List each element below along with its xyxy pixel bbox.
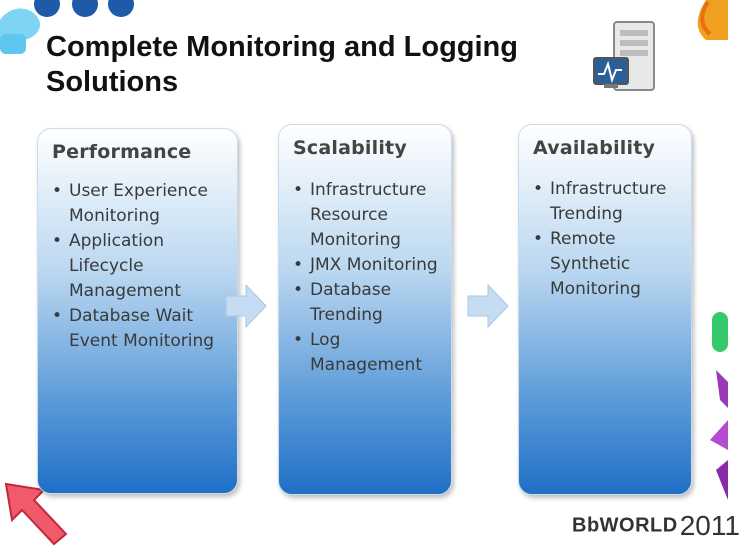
list-item: Application Lifecycle Management — [52, 229, 230, 304]
list-item: Log Management — [293, 328, 445, 378]
list-item: JMX Monitoring — [293, 253, 445, 278]
slide-title-line-2: Solutions — [46, 66, 179, 98]
decorative-shapes-top-left — [0, 0, 134, 54]
bbworld-logo: BbWORLD2011 — [572, 510, 740, 541]
logo-year: 2011 — [679, 510, 740, 541]
list-item: Infrastructure Trending — [533, 177, 689, 227]
list-item: User Experience Monitoring — [52, 179, 230, 229]
logo-brand: BbWORLD — [572, 514, 678, 537]
list-item: Database Wait Event Monitoring — [52, 304, 230, 354]
server-monitor-icon — [593, 21, 655, 91]
card-title: Scalability — [293, 137, 407, 159]
card-bullet-list: Infrastructure Trending Remote Synthetic… — [533, 177, 689, 302]
card-title: Performance — [52, 141, 192, 163]
right-arrow-icon — [225, 283, 267, 329]
slide-title: Complete Monitoring and Logging Solution… — [46, 30, 606, 100]
slide-title-line-1: Complete Monitoring and Logging — [46, 31, 518, 63]
card-availability: Availability Infrastructure Trending Rem… — [518, 124, 692, 495]
list-item: Remote Synthetic Monitoring — [533, 227, 689, 302]
card-performance: Performance User Experience Monitoring A… — [37, 128, 238, 494]
card-scalability: Scalability Infrastructure Resource Moni… — [278, 124, 452, 495]
card-title: Availability — [533, 137, 656, 159]
decorative-shapes-right — [697, 0, 728, 500]
card-bullet-list: User Experience Monitoring Application L… — [52, 179, 230, 354]
list-item: Infrastructure Resource Monitoring — [293, 178, 445, 253]
list-item: Database Trending — [293, 278, 445, 328]
card-bullet-list: Infrastructure Resource Monitoring JMX M… — [293, 178, 445, 378]
right-arrow-icon — [467, 283, 509, 329]
